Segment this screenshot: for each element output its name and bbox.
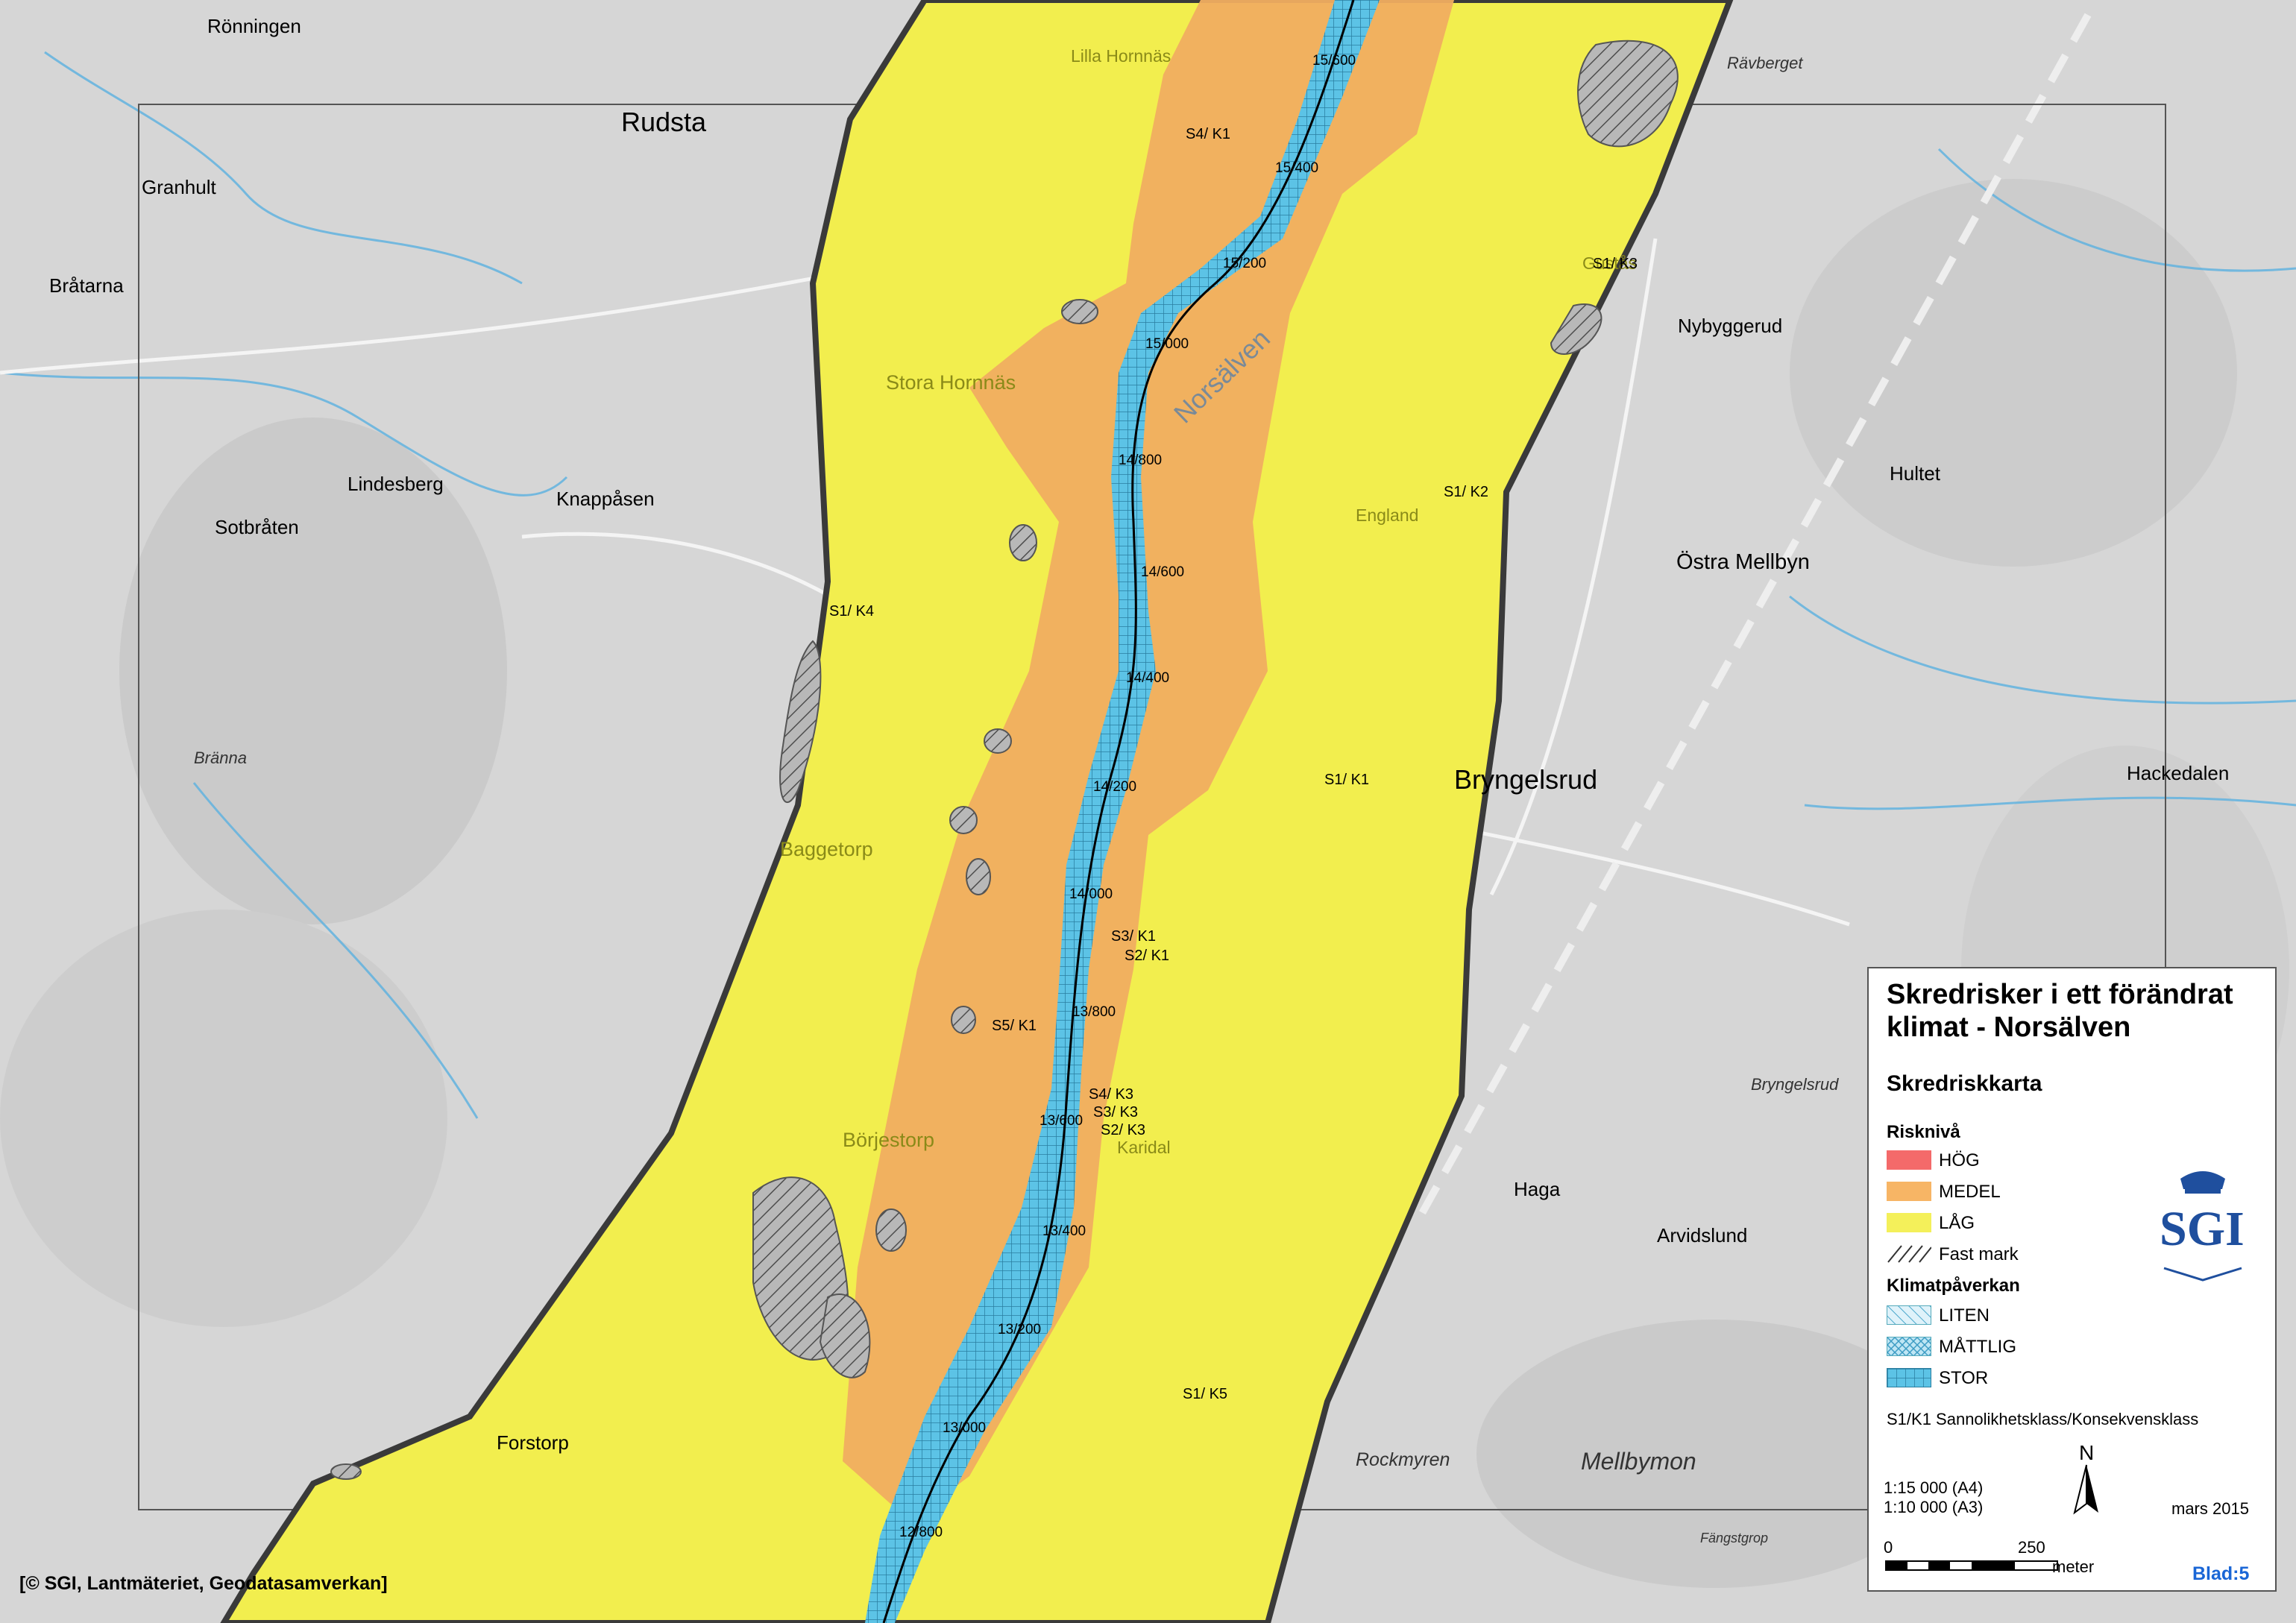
chainage-label: 15/000 (1145, 336, 1189, 352)
river-corridor-climate-stor[interactable] (865, 0, 1380, 1623)
legend-swatch-liten (1887, 1305, 1931, 1325)
risk-zone-medium[interactable] (843, 0, 1454, 1521)
fast-mark-areas (330, 40, 1679, 1480)
place-bratarna: Bråtarna (49, 274, 124, 297)
place-granhult: Granhult (142, 176, 216, 198)
place-mellbymon: Mellbymon (1581, 1448, 1696, 1475)
legend-swatch-hog (1887, 1150, 1931, 1170)
place-borjestorp: Börjestorp (843, 1129, 935, 1151)
place-ronningen: Rönningen (207, 15, 301, 37)
place-bryngelsrud-2: Bryngelsrud (1751, 1075, 1839, 1094)
chainage-label: 14/200 (1093, 779, 1137, 795)
chainage-label: 13/800 (1072, 1004, 1116, 1020)
sgi-logo (2163, 1171, 2242, 1282)
legend-title-line2: klimat - Norsälven (1887, 1012, 2131, 1043)
legend-climate-heading: Klimatpåverkan (1887, 1276, 2020, 1296)
place-sotbraten: Sotbråten (215, 516, 299, 538)
map-legend: Skredrisker i ett förändrat klimat - Nor… (1867, 967, 2277, 1592)
terrain-relief (0, 179, 2289, 1588)
risk-class-label: S5/ K1 (992, 1018, 1037, 1034)
legend-item-stor: STOR (1939, 1368, 1989, 1388)
place-knappasen: Knappåsen (556, 488, 655, 510)
risk-class-label: S3/ K1 (1111, 928, 1157, 945)
place-ostra-mellbyn: Östra Mellbyn (1676, 550, 1810, 574)
chainage-label: 15/600 (1312, 53, 1356, 69)
map-date: mars 2015 (2171, 1499, 2249, 1518)
place-arvidslund: Arvidslund (1657, 1224, 1748, 1247)
scalebar-250: 250 (2018, 1538, 2045, 1557)
river-centerline (882, 0, 1355, 1623)
legend-item-medel: MEDEL (1939, 1182, 2001, 1202)
legend-title-line1: Skredrisker i ett förändrat (1887, 979, 2233, 1010)
legend-item-liten: LITEN (1939, 1305, 1990, 1326)
place-bryngelsrud: Bryngelsrud (1454, 764, 1598, 795)
risk-class-label: S4/ K1 (1186, 126, 1231, 142)
legend-swatch-lag (1887, 1213, 1931, 1232)
chainage-label: 13/000 (943, 1420, 987, 1436)
place-karidal: Karidal (1117, 1138, 1171, 1157)
risk-class-label: S2/ K3 (1101, 1122, 1146, 1138)
chainage-label: 13/200 (998, 1322, 1042, 1337)
risk-class-label: S1/ K5 (1183, 1386, 1228, 1402)
legend-swatch-mattlig (1887, 1337, 1931, 1356)
risk-class-label: S1/ K3 (1593, 256, 1638, 272)
north-label: N (2079, 1441, 2095, 1464)
sgi-logo-text: SGI (2160, 1202, 2245, 1256)
legend-item-lag: LÅG (1939, 1213, 1975, 1233)
copyright-notice: [© SGI, Lantmäteriet, Geodatasamverkan] (19, 1573, 388, 1594)
place-nybyggerud: Nybyggerud (1678, 315, 1783, 337)
chainage-label: 13/600 (1040, 1113, 1083, 1129)
scalebar-unit: meter (2052, 1557, 2095, 1576)
place-gustas: Gustås (1582, 253, 1637, 273)
chainage-label: 14/600 (1141, 564, 1185, 580)
legend-swatch-stor (1887, 1368, 1931, 1387)
legend-swatch-fast-mark (1887, 1245, 1931, 1263)
chainage-label: 14/000 (1069, 886, 1113, 902)
place-fangstgrop: Fängstgrop (1700, 1531, 1769, 1545)
chainage-label: 14/800 (1119, 453, 1163, 468)
legend-subtitle: Skredriskkarta (1887, 1071, 2042, 1096)
scale-a3: 1:10 000 (A3) (1884, 1498, 1984, 1516)
risk-class-label: S2/ K1 (1125, 948, 1170, 964)
place-haga: Haga (1514, 1178, 1561, 1200)
legend-item-fast-mark: Fast mark (1939, 1244, 2019, 1264)
scalebar-zero: 0 (1884, 1538, 1893, 1557)
chainage-label: 12/800 (899, 1525, 943, 1540)
place-lindesberg: Lindesberg (347, 473, 444, 495)
chainage-label: 15/400 (1275, 160, 1319, 176)
chainage-label: 14/400 (1126, 670, 1170, 686)
north-arrow-icon (2073, 1464, 2098, 1515)
scale-a4: 1:15 000 (A4) (1884, 1478, 1984, 1497)
legend-item-mattlig: MÅTTLIG (1939, 1337, 2017, 1357)
place-england: England (1356, 505, 1419, 525)
place-rockmyren: Rockmyren (1356, 1449, 1450, 1470)
risk-class-label: S4/ K3 (1089, 1086, 1134, 1103)
chainage-label: 13/400 (1042, 1223, 1086, 1239)
legend-item-hog: HÖG (1939, 1150, 1980, 1170)
risk-class-label: S1/ K1 (1324, 772, 1370, 788)
place-hultet: Hultet (1890, 462, 1940, 485)
legend-risk-heading: Risknivå (1887, 1122, 1960, 1142)
streams (0, 51, 2296, 1119)
place-stora-hornnas: Stora Hornnäs (886, 371, 1016, 394)
risk-class-label: S1/ K2 (1444, 484, 1489, 500)
legend-class-note: S1/K1 Sannolikhetsklass/Konsekvensklass (1887, 1410, 2199, 1428)
legend-swatch-medel (1887, 1182, 1931, 1201)
place-ravberget: Rävberget (1727, 54, 1803, 72)
risk-class-label: S1/ K4 (829, 603, 875, 620)
place-rudsta: Rudsta (621, 107, 707, 137)
place-forstorp: Forstorp (497, 1431, 569, 1454)
risk-class-label: S3/ K3 (1093, 1104, 1139, 1121)
scalebar (1885, 1560, 2058, 1571)
place-baggetorp: Baggetorp (780, 838, 873, 860)
sheet-number: Blad:5 (2192, 1563, 2250, 1584)
place-branna: Bränna (194, 749, 247, 767)
place-lilla-hornnas: Lilla Hornnäs (1071, 46, 1171, 66)
chainage-label: 15/200 (1223, 256, 1267, 271)
place-hackedalen: Hackedalen (2127, 762, 2230, 784)
